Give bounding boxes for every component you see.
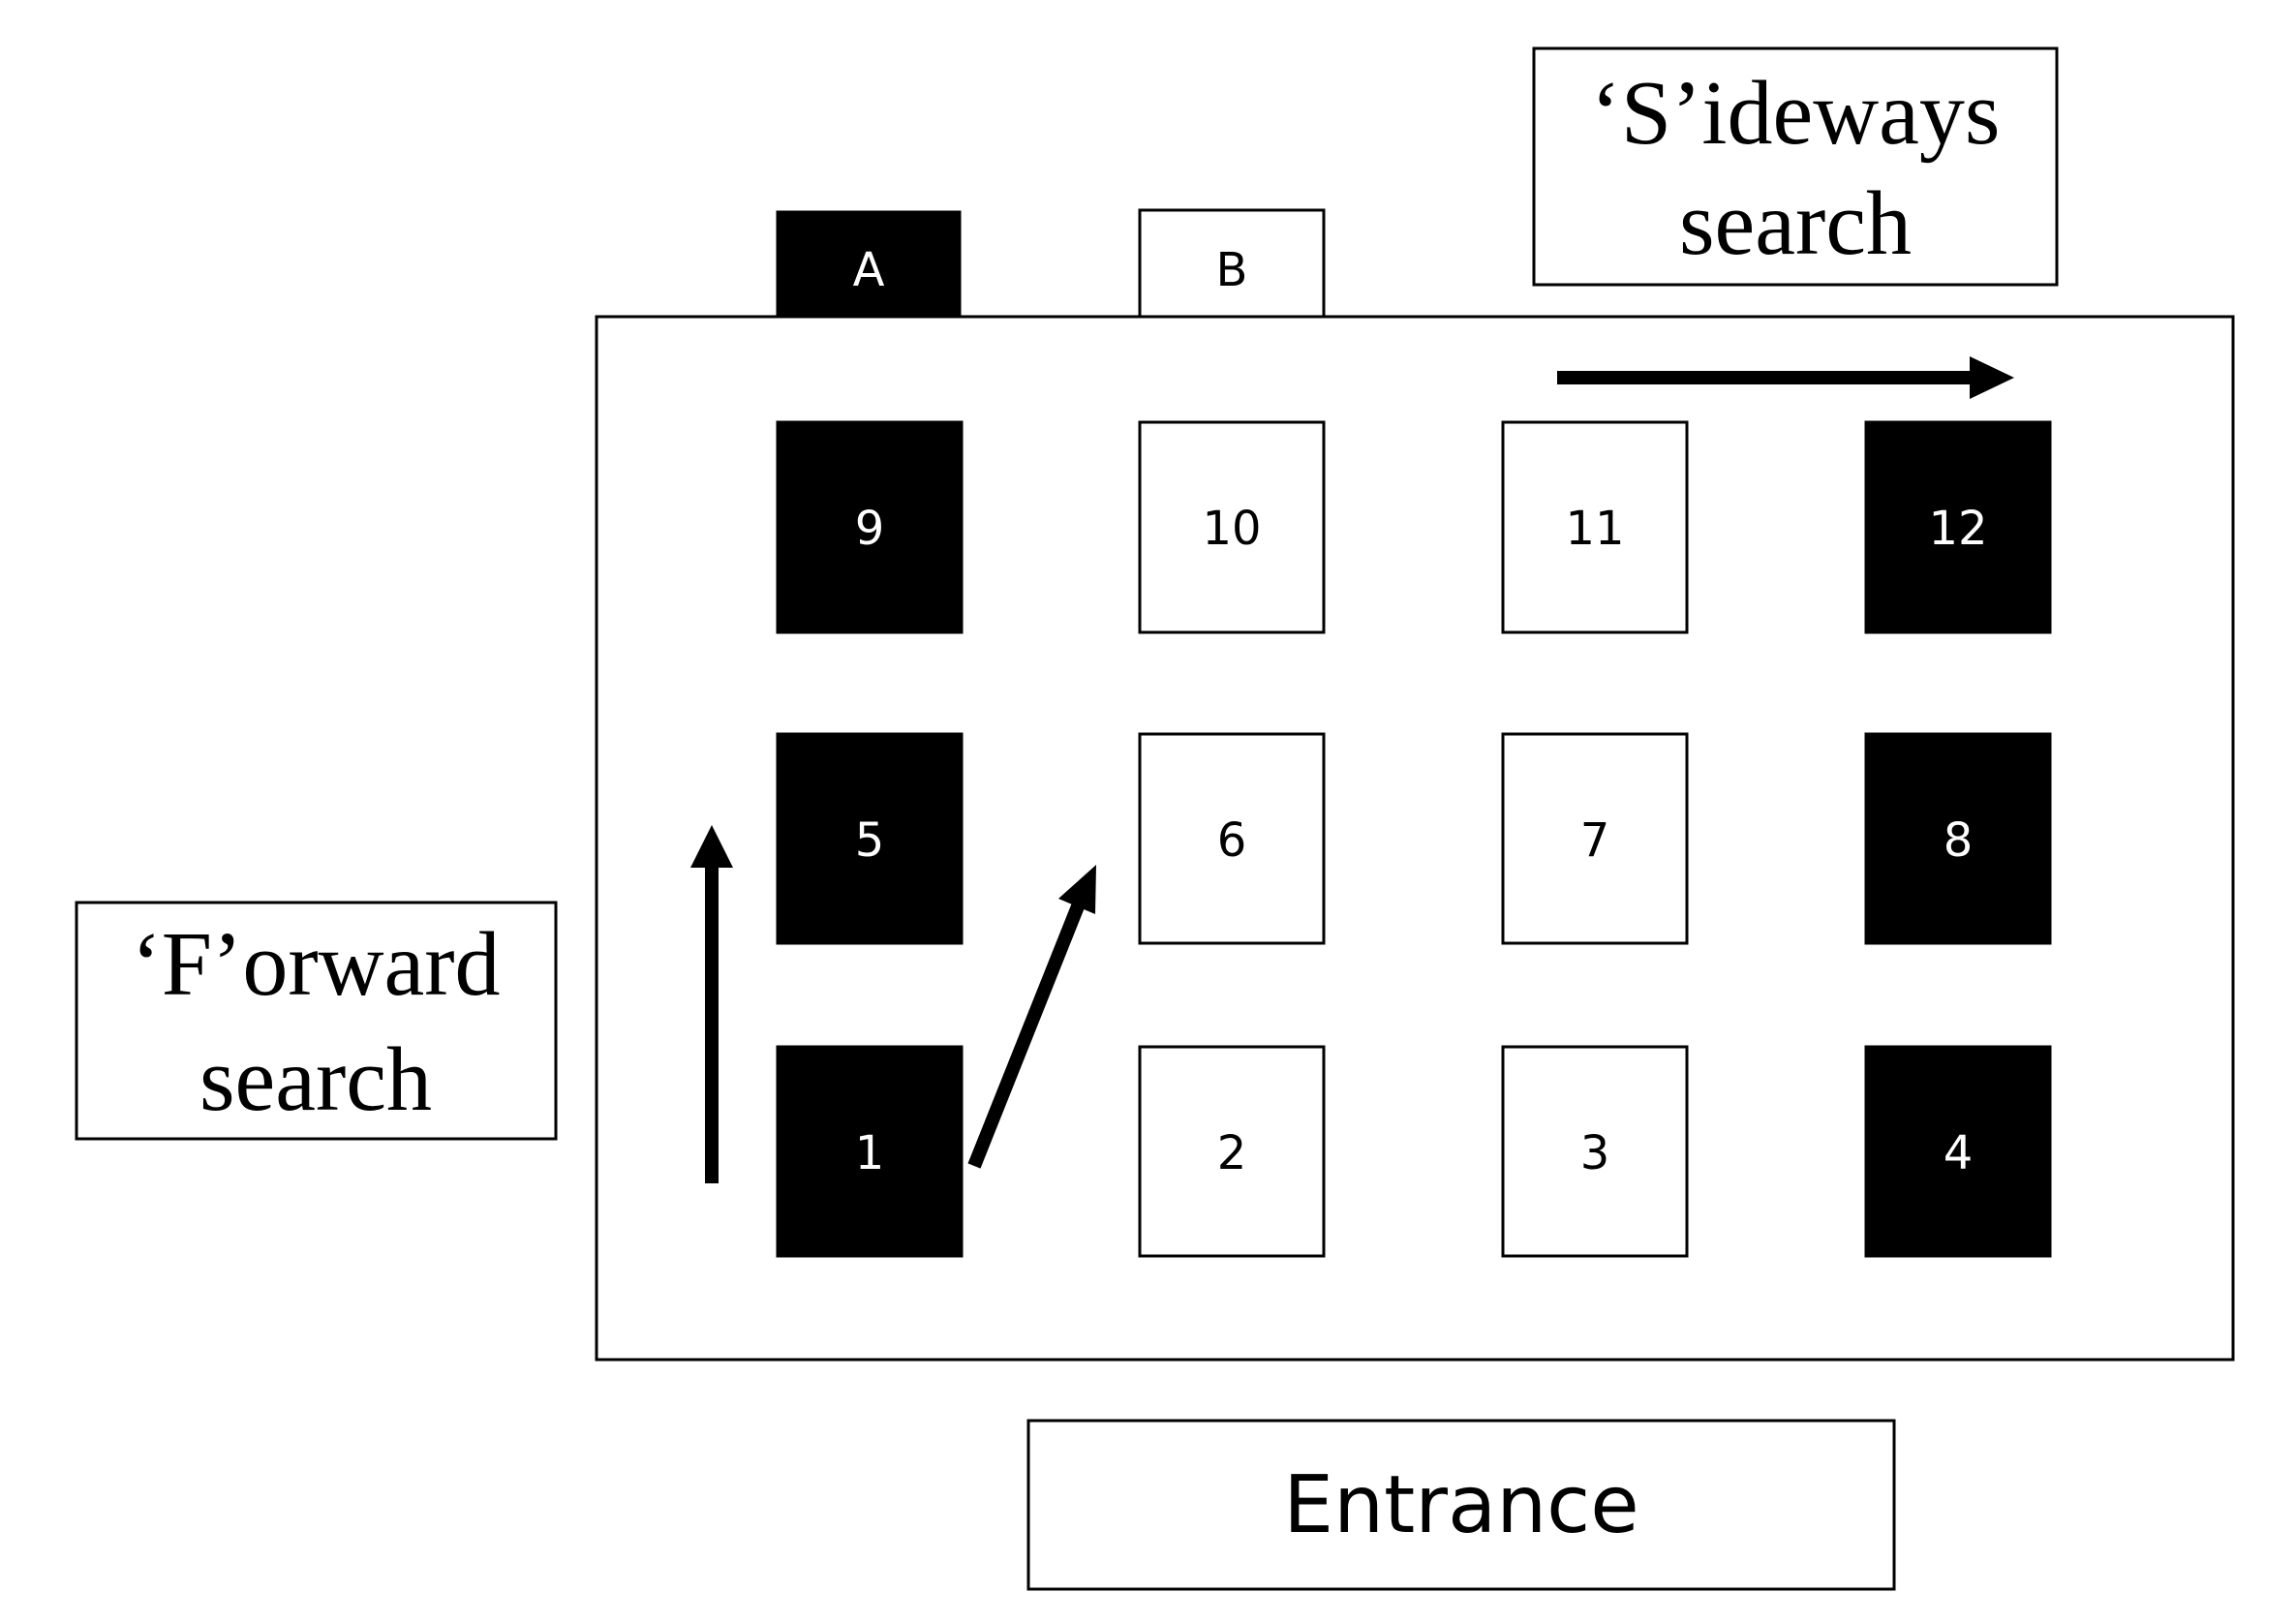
cell-5: 5 [776, 732, 964, 945]
tab-a-label: A [853, 243, 885, 297]
cell-4-label: 4 [1944, 1126, 1974, 1180]
cell-6-label: 6 [1217, 813, 1247, 868]
cell-2: 2 [1138, 1045, 1326, 1258]
tab-a: A [776, 210, 962, 319]
cell-2-label: 2 [1217, 1126, 1247, 1180]
sideways-search-box: ‘S’ideways search [1532, 46, 2059, 287]
forward-arrow-diagonal-icon [967, 865, 1096, 1169]
cell-10-label: 10 [1202, 502, 1261, 556]
sideways-arrow-icon [1557, 356, 2014, 399]
cell-7-label: 7 [1580, 813, 1610, 868]
cell-3: 3 [1501, 1045, 1689, 1258]
sideways-search-line1: ‘S’ideways [1591, 63, 2001, 164]
cell-1-label: 1 [855, 1126, 885, 1180]
cell-10: 10 [1138, 420, 1326, 634]
cell-12-label: 12 [1928, 502, 1987, 556]
cell-4: 4 [1864, 1045, 2052, 1258]
entrance-label: Entrance [1283, 1459, 1638, 1551]
room-outline [595, 315, 2235, 1362]
cell-8: 8 [1864, 732, 2052, 945]
cell-11-label: 11 [1565, 502, 1624, 556]
cell-6: 6 [1138, 732, 1326, 945]
cell-12: 12 [1864, 420, 2052, 634]
cell-7: 7 [1501, 732, 1689, 945]
cell-9: 9 [776, 420, 964, 634]
cell-11: 11 [1501, 420, 1689, 634]
forward-search-line1: ‘F’orward [131, 914, 500, 1015]
cell-5-label: 5 [855, 813, 885, 868]
cell-8-label: 8 [1944, 813, 1974, 868]
cell-3-label: 3 [1580, 1126, 1610, 1180]
forward-search-line2: search [199, 1029, 432, 1130]
tab-b: B [1138, 208, 1326, 319]
sideways-search-line2: search [1679, 173, 1912, 274]
tab-b-label: B [1216, 243, 1248, 297]
cell-1: 1 [776, 1045, 964, 1258]
entrance-box: Entrance [1026, 1419, 1896, 1591]
forward-arrow-up-icon [690, 825, 733, 1183]
cell-grid: 9 10 11 12 5 6 7 8 [776, 420, 2052, 1258]
cell-9-label: 9 [855, 502, 885, 556]
forward-search-box: ‘F’orward search [75, 901, 558, 1141]
